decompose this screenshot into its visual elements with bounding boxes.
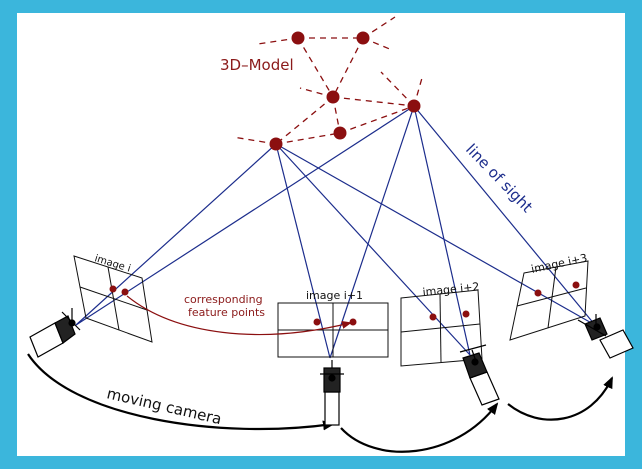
- sight-line: [275, 143, 471, 356]
- model-edge: [332, 37, 364, 98]
- sight-line: [413, 105, 596, 326]
- corresponding-label: corresponding: [184, 293, 263, 306]
- sight-line: [275, 143, 331, 359]
- model-point: [356, 31, 370, 45]
- feature-point: [121, 288, 129, 296]
- model-point: [291, 31, 305, 45]
- feature-point: [109, 285, 117, 293]
- model-point: [269, 137, 283, 151]
- camera-path: [27, 353, 613, 453]
- sight-line: [329, 105, 415, 359]
- camera-path-arrow-1: [27, 353, 335, 431]
- model-point: [333, 126, 347, 140]
- image-label-i1: image i+1: [306, 289, 363, 302]
- feature-point: [429, 313, 437, 321]
- feature-point: [534, 289, 542, 297]
- camera-3: [459, 344, 500, 406]
- model-points: [269, 31, 421, 151]
- camera-path-arrow-2: [340, 402, 499, 453]
- image-label-i: image i: [93, 253, 132, 274]
- image-plane-i3: [509, 260, 589, 341]
- model-point: [407, 99, 421, 113]
- image-plane-i: [73, 255, 153, 343]
- model-point: [326, 90, 340, 104]
- image-label-i2: image i+2: [422, 280, 480, 299]
- sight-lines: [75, 105, 596, 359]
- feature-points-label: feature points: [188, 306, 265, 319]
- model-edge: [275, 132, 341, 145]
- model-edge: [297, 37, 334, 98]
- model-edge: [380, 71, 415, 107]
- image-label-i3: image i+3: [530, 251, 588, 276]
- correspondence-arrow: [126, 295, 352, 336]
- camera-4: [577, 314, 634, 359]
- camera-2: [320, 360, 344, 426]
- feature-point: [349, 318, 357, 326]
- model-edge: [332, 96, 415, 107]
- sight-line: [75, 143, 277, 326]
- sight-line: [413, 105, 471, 356]
- model-edge: [339, 105, 415, 134]
- model-graph: [232, 16, 423, 145]
- sight-line: [275, 143, 596, 326]
- model-label: 3D–Model: [220, 56, 294, 74]
- camera-path-arrow-3: [507, 376, 613, 421]
- camera-1: [29, 308, 81, 358]
- model-edge: [232, 136, 277, 145]
- model-edge: [257, 37, 299, 45]
- image-plane-i1: [277, 302, 389, 358]
- sight-line: [75, 105, 415, 326]
- feature-point: [572, 281, 580, 289]
- model-edge: [275, 96, 334, 145]
- feature-point: [462, 310, 470, 318]
- feature-point: [313, 318, 321, 326]
- diagram-panel: [17, 13, 625, 456]
